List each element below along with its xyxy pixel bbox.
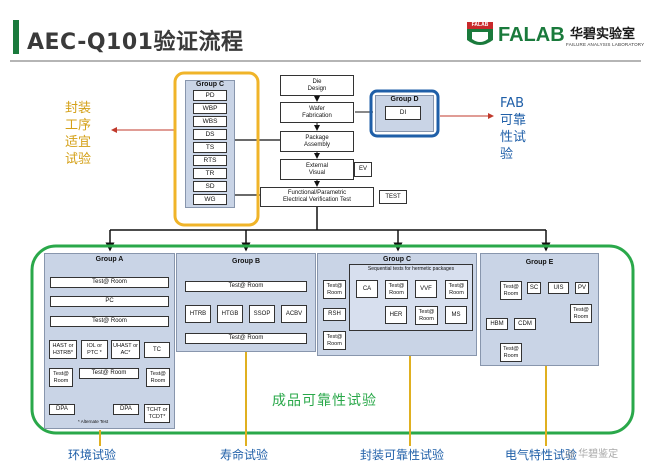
- group-a-dpa-right: DPA: [113, 404, 139, 415]
- group-c-test-room-a: Test@ Room: [323, 280, 346, 299]
- group-c-test-room-d: Test@ Room: [445, 280, 468, 299]
- group-a-hast: HAST or H3TRB*: [49, 340, 77, 359]
- group-c-test-room-b: Test@ Room: [323, 331, 346, 350]
- group-a-test-room-mid: Test@ Room: [79, 368, 139, 379]
- group-a-test-room-left: Test@ Room: [49, 368, 73, 387]
- group-b-title: Group B: [232, 258, 260, 265]
- header-divider: [10, 60, 641, 62]
- group-c-item-pd: PD: [193, 90, 227, 101]
- functional-test-box: Functional/Parametric Electrical Verific…: [260, 187, 374, 207]
- group-a-test-room-right: Test@ Room: [146, 368, 170, 387]
- group-b-test-room-top: Test@ Room: [185, 281, 307, 292]
- group-a-pc: PC: [50, 296, 169, 307]
- group-b-htgb: HTGB: [217, 305, 243, 323]
- group-c-sequential-label: Sequential tests for hermetic packages: [367, 266, 455, 272]
- falab-shield-icon: [467, 22, 493, 45]
- group-c-test-room-e: Test@ Room: [415, 306, 438, 325]
- group-b-ssop: SSOP: [249, 305, 275, 323]
- group-c-item-ds: DS: [193, 129, 227, 140]
- center-reliability-label: 成品可靠性试验: [272, 393, 377, 409]
- group-a-title: Group A: [95, 256, 124, 263]
- group-c-item-rts: RTS: [193, 155, 227, 166]
- group-a-test-room-2: Test@ Room: [50, 316, 169, 327]
- group-c-her: HER: [385, 306, 407, 324]
- bottom-label-electrical: 电气特性试验: [505, 448, 578, 462]
- group-c-ca: CA: [356, 280, 378, 298]
- group-c-test-room-c: Test@ Room: [385, 280, 408, 299]
- title-accent-bar: [13, 20, 19, 54]
- left-process-label: 封装 工序 适宜 试验: [65, 101, 92, 167]
- watermark: @ 华碧鉴定: [565, 449, 619, 460]
- logo-text: FALAB: [498, 24, 565, 46]
- test-box: TEST: [379, 190, 407, 204]
- package-assembly-box: Package Assembly: [280, 131, 354, 152]
- group-c-item-wbs: WBS: [193, 116, 227, 127]
- group-c-item-sd: SD: [193, 181, 227, 192]
- group-e-pv: PV: [575, 282, 589, 294]
- group-a-iol: IOL or PTC *: [81, 340, 108, 359]
- page-title: AEC-Q101验证流程: [27, 30, 244, 55]
- group-e-uis: UIS: [548, 282, 569, 294]
- group-a-test-room-1: Test@ Room: [50, 277, 169, 288]
- group-e-test-room-1: Test@ Room: [500, 281, 522, 300]
- right-fab-label: FAB 可靠 性试 验: [500, 96, 527, 162]
- group-e-title: Group E: [525, 259, 554, 266]
- falab-logo: FALAB: [465, 22, 495, 50]
- group-a-tc: TC: [144, 342, 170, 358]
- group-c-item-wg: WG: [193, 194, 227, 205]
- die-design-box: Die Design: [280, 75, 354, 96]
- group-b-acbv: ACBV: [281, 305, 307, 323]
- group-c-bottom-title: Group C: [383, 256, 411, 263]
- group-e-test-room-2: Test@ Room: [570, 304, 592, 323]
- brand-name-cn: 华碧实验室: [570, 27, 636, 42]
- group-c-item-tr: TR: [193, 168, 227, 179]
- group-c-vvf: VVF: [415, 280, 437, 298]
- logo-badge-text: FALAB: [471, 22, 489, 28]
- bottom-label-lifetime: 寿命试验: [220, 448, 269, 462]
- group-b-test-room-bottom: Test@ Room: [185, 333, 307, 344]
- bottom-label-environment: 环境试验: [68, 448, 117, 462]
- brand-name-en: FAILURE ANALYSIS LABORATORY: [566, 42, 645, 47]
- group-c-ms: MS: [445, 306, 467, 324]
- bottom-label-package: 封装可靠性试验: [360, 448, 445, 462]
- group-e-sc: SC: [527, 282, 541, 294]
- external-visual-box: External Visual: [280, 159, 354, 180]
- wafer-fabrication-box: Wafer Fabrication: [280, 102, 354, 123]
- group-a-dpa-left: DPA: [49, 404, 75, 415]
- group-a-uhast: UHAST or AC*: [111, 340, 140, 359]
- group-e-cdm: CDM: [514, 318, 536, 330]
- group-c-item-ts: TS: [193, 142, 227, 153]
- ev-box: EV: [354, 162, 372, 177]
- group-b-htrb: HTRB: [185, 305, 211, 323]
- group-c-item-wbp: WBP: [193, 103, 227, 114]
- group-a-note: * Alternate Test: [78, 419, 109, 424]
- group-c-top-title: Group C: [196, 81, 224, 88]
- group-c-rsh: RSH: [323, 308, 346, 321]
- group-e-test-room-3: Test@ Room: [500, 343, 522, 362]
- group-d-title: Group D: [390, 96, 419, 103]
- group-e-hbm: HBM: [486, 318, 508, 330]
- group-a-tcht: TCHT or TCDT*: [144, 404, 170, 423]
- group-d-item-di: DI: [385, 106, 421, 120]
